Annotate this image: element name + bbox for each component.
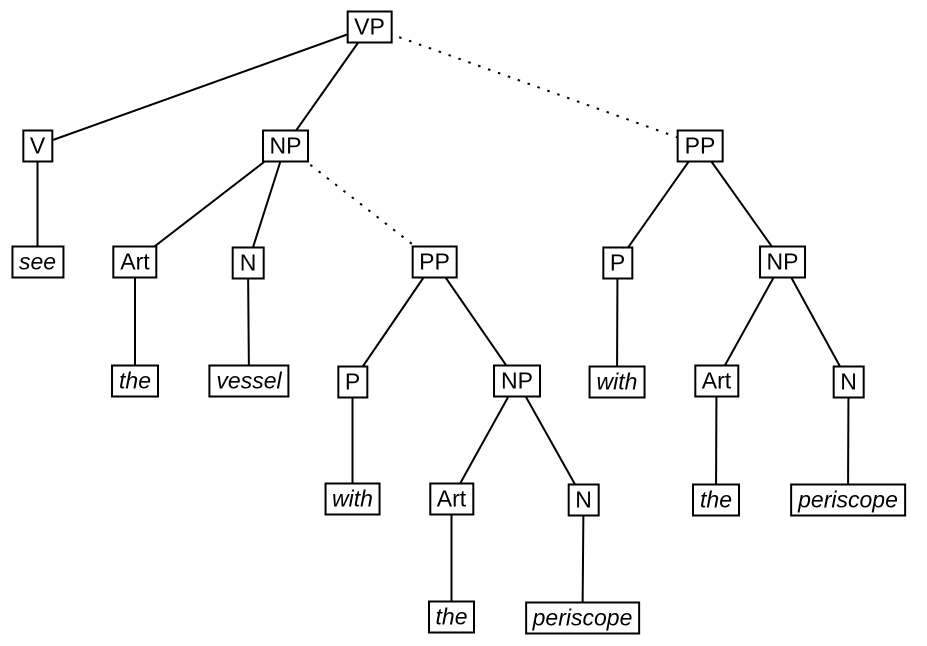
tree-node-art2: Art [428,482,475,516]
tree-edge-np3-n3 [781,261,850,383]
tree-node-pp1: PP [411,245,458,278]
tree-node-the3: the [692,483,740,516]
tree-node-n3: N [832,365,865,399]
tree-edge-pp2-np3 [699,144,784,263]
tree-node-see: see [10,245,65,279]
tree-edge-np3-art3 [715,261,784,381]
tree-node-p1: P [336,365,369,398]
tree-node-art3: Art [693,364,740,397]
tree-node-p2: P [601,246,634,279]
tree-node-with2: with [588,365,646,399]
tree-edge-n3-periscope2 [847,381,850,501]
tree-edge-pp1-np2 [433,260,518,382]
tree-edge-n1-vessel [247,262,250,382]
tree-node-periscope2: periscope [790,483,906,517]
tree-node-np2: NP [493,364,541,398]
tree-edge-np2-n2 [516,380,585,500]
tree-node-art1: Art [112,245,158,278]
tree-node-periscope1: periscope [524,601,641,634]
tree-edge-vp-v [37,25,370,147]
tree-edge-p2-with2 [616,262,619,383]
tree-edge-np2-art2 [450,380,518,500]
tree-edge-vp-pp2-dotted [369,25,701,147]
tree-edge-pp1-p1 [351,260,436,383]
tree-node-pp2: PP [676,129,724,162]
tree-node-vp: VP [346,10,393,43]
tree-edge-pp2-p2 [616,144,701,264]
tree-node-the1: the [111,364,159,398]
tree-node-vessel: vessel [208,364,290,398]
tree-edge-np1-n1 [247,145,287,264]
tree-node-np1: NP [261,129,310,162]
tree-edge-art3-the3 [715,380,718,500]
tree-edge-vp-np1 [284,25,371,147]
tree-node-np3: NP [758,245,807,278]
tree-edge-n2-periscope1 [581,499,585,618]
tree-node-v: V [21,129,54,162]
tree-node-n2: N [567,483,600,516]
tree-node-n1: N [231,246,265,280]
tree-node-the2: the [427,600,476,634]
tree-edge-np1-art1 [134,144,287,263]
tree-node-with1: with [324,482,381,516]
